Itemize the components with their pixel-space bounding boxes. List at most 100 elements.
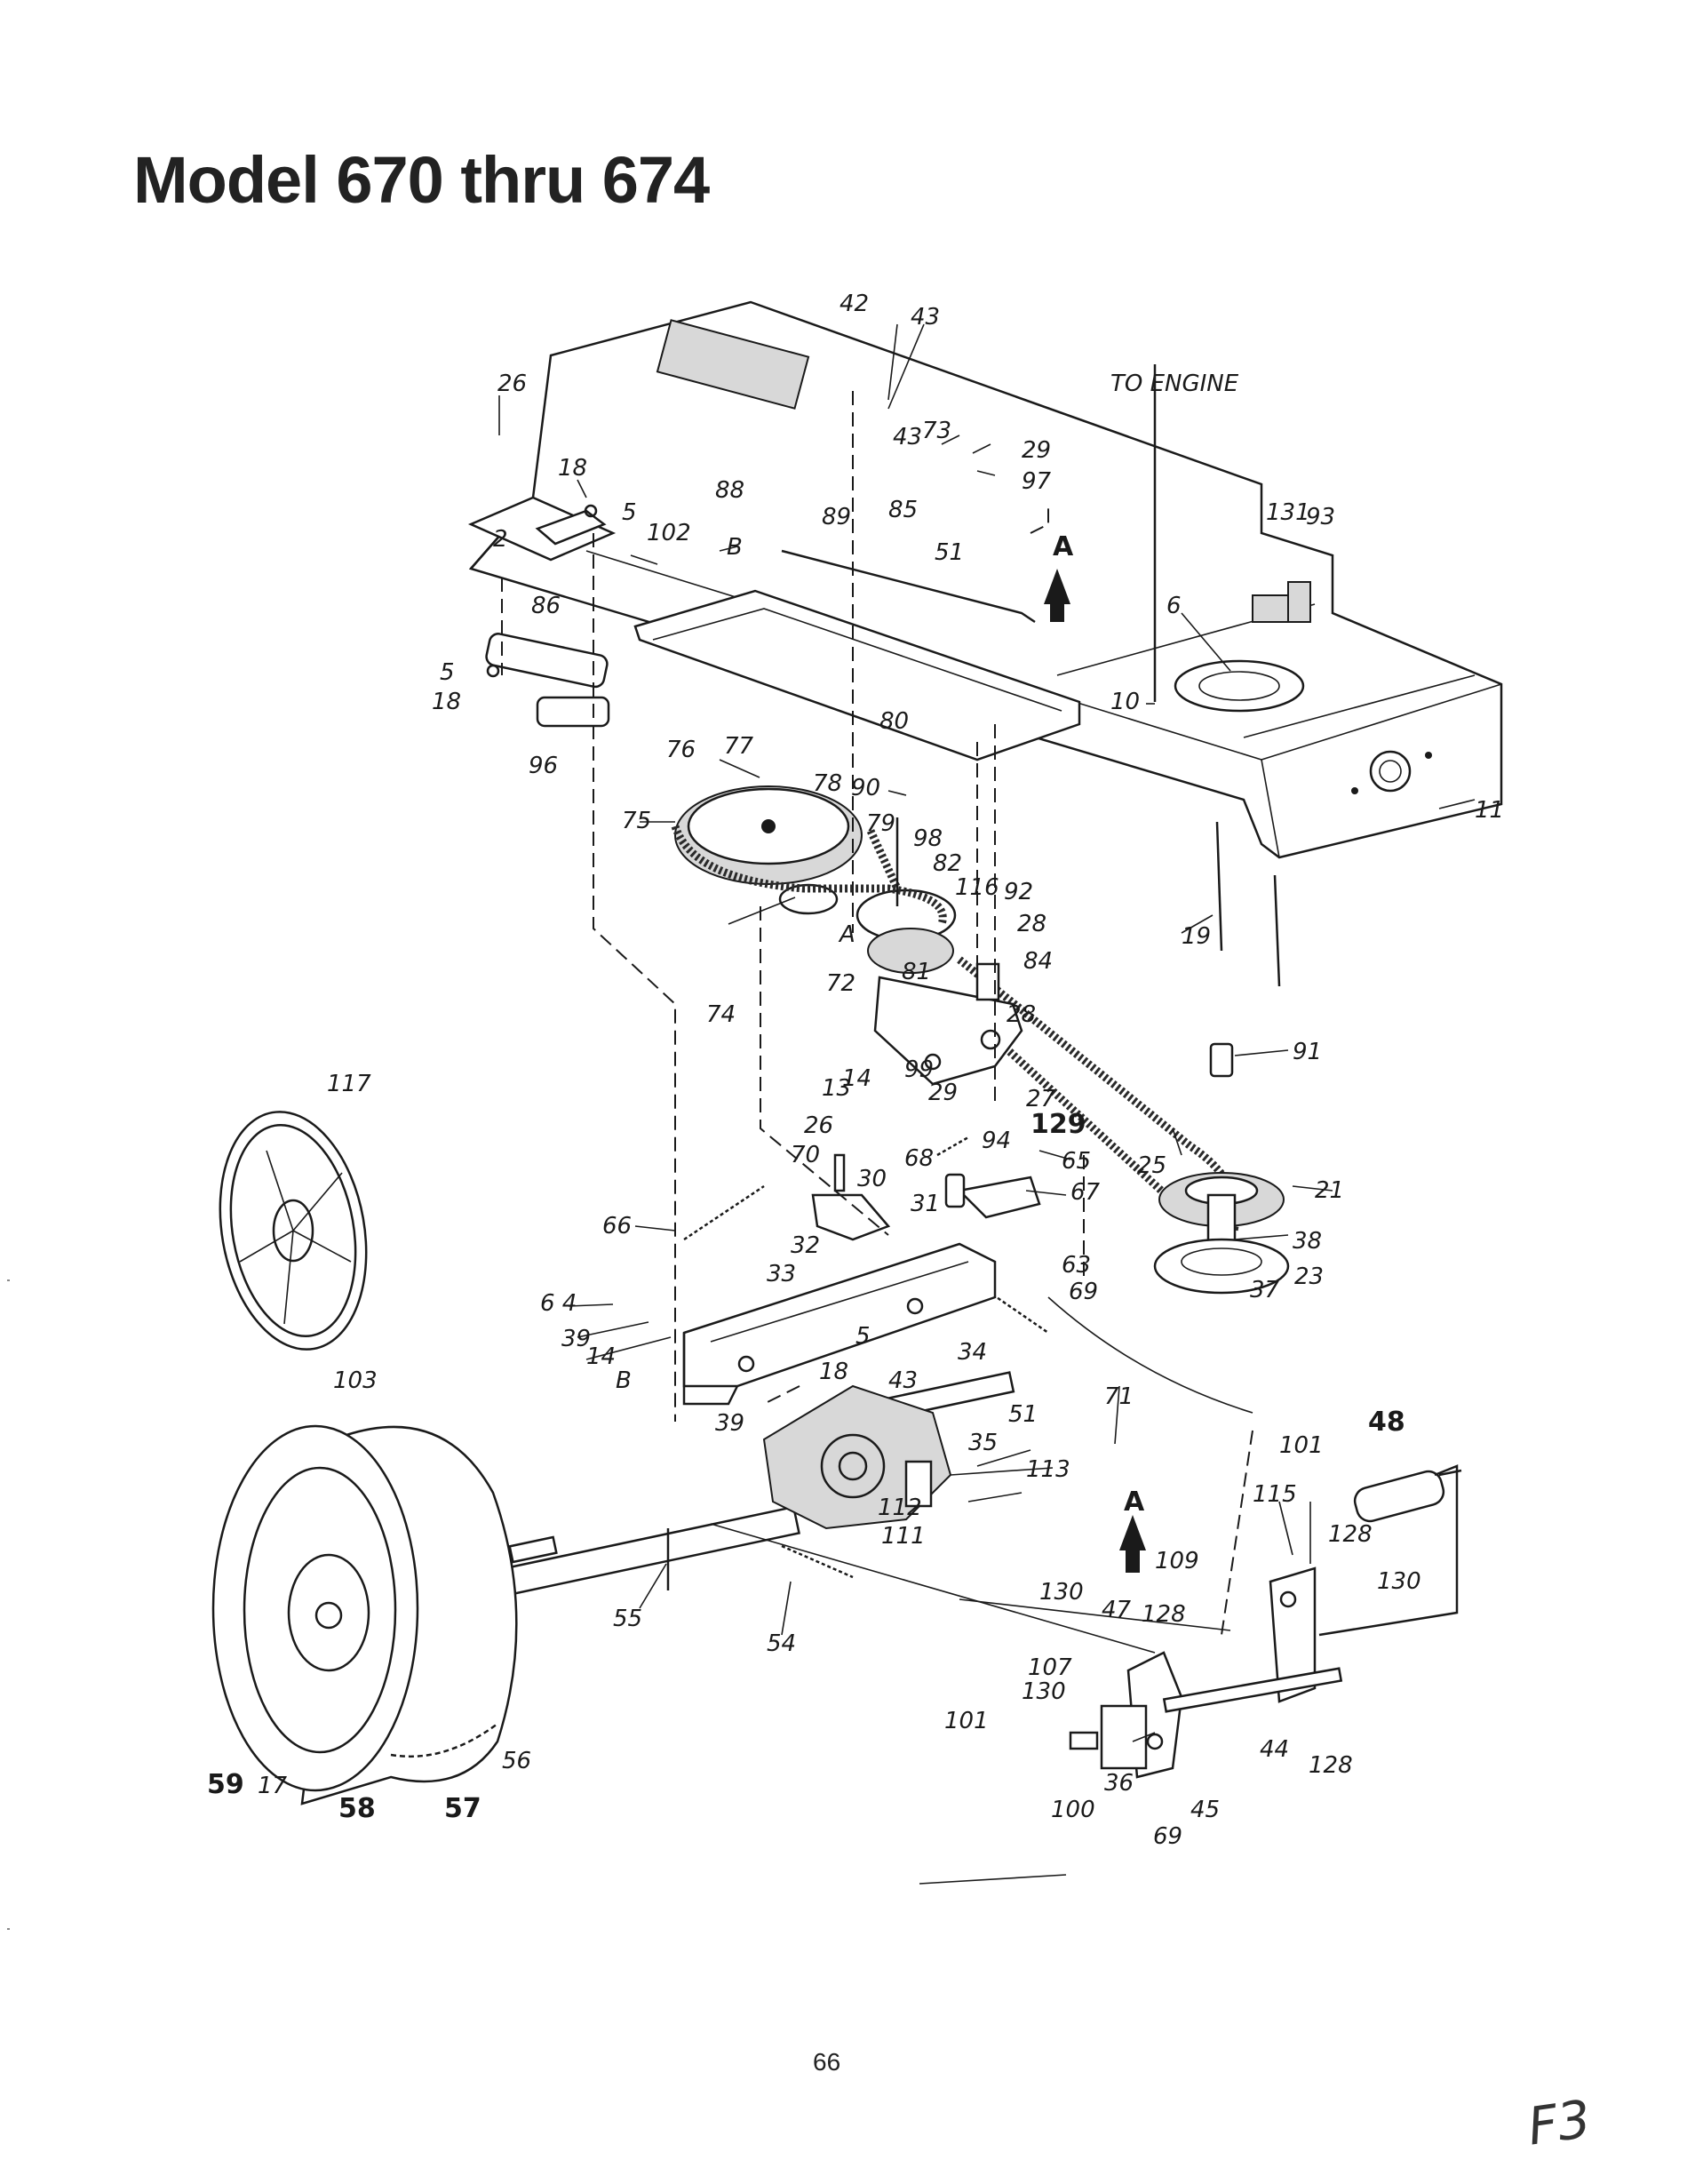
callout: 58: [338, 1793, 376, 1824]
page-title: Model 670 thru 674: [133, 143, 710, 217]
callout: 92: [1004, 879, 1033, 905]
callout: 44: [1260, 1736, 1289, 1763]
callout: 54: [767, 1630, 796, 1657]
callout: 115: [1253, 1481, 1297, 1508]
callout: 131: [1266, 499, 1310, 526]
callout: 71: [1104, 1383, 1134, 1410]
callout: 11: [1475, 797, 1504, 824]
callout: 116: [955, 874, 999, 901]
callout: 31: [911, 1191, 940, 1217]
callout: 39: [561, 1326, 591, 1352]
callout: 78: [813, 770, 842, 797]
callout: 66: [602, 1213, 632, 1239]
callout: 48: [1368, 1407, 1405, 1438]
callout: 128: [1328, 1521, 1373, 1548]
rear-tire: [211, 1424, 518, 1805]
pulley-belt-assembly: [671, 785, 1290, 1295]
callout: 2: [493, 526, 508, 553]
callout: 67: [1070, 1179, 1101, 1206]
callout: 98: [913, 825, 943, 852]
callout: 27: [1026, 1086, 1056, 1112]
callout: 103: [333, 1367, 378, 1394]
callout: 37: [1250, 1277, 1280, 1303]
callout: 17: [258, 1773, 288, 1799]
callout: B: [727, 534, 743, 561]
callout: 84: [1023, 948, 1053, 975]
callout: 91: [1293, 1039, 1322, 1065]
callout: 128: [1142, 1601, 1186, 1628]
callout: 14: [842, 1065, 871, 1092]
wheel-cover: [219, 1111, 368, 1351]
callout: 28: [1017, 911, 1046, 937]
callout: 6 4: [540, 1290, 577, 1317]
callout: 130: [1022, 1678, 1066, 1705]
callout: 86: [531, 593, 561, 619]
callout: 101: [944, 1708, 989, 1734]
handwritten-corner-mark: F3: [1524, 2088, 1595, 2157]
callout: 65: [1062, 1148, 1091, 1175]
callout: 30: [857, 1166, 887, 1192]
callout: 77: [724, 733, 754, 760]
callout: 68: [904, 1145, 934, 1172]
alignment-lines: [501, 391, 1253, 1636]
callout: 33: [767, 1261, 796, 1287]
callout: 39: [715, 1410, 744, 1437]
callout: 112: [878, 1495, 922, 1521]
callout: 111: [881, 1523, 926, 1550]
callout: 43: [911, 304, 940, 331]
pedal-linkage: [1069, 1464, 1462, 1779]
callout: 102: [647, 520, 691, 546]
front-brackets: [485, 504, 610, 728]
callout: 90: [851, 775, 880, 801]
callout: 128: [1309, 1752, 1353, 1779]
callout: B: [616, 1367, 632, 1394]
support-channel: [682, 1242, 997, 1406]
callout: 26: [497, 371, 527, 397]
reference-arrows: [1044, 569, 1146, 1573]
callout: 99: [904, 1056, 934, 1083]
callout: 28: [1007, 1001, 1036, 1028]
callout: 57: [444, 1793, 481, 1824]
frame-chassis: [467, 300, 1503, 859]
callout: 97: [1022, 468, 1052, 495]
callout: 38: [1293, 1228, 1322, 1255]
callout: 89: [822, 504, 851, 530]
callout: 42: [840, 291, 869, 317]
callout: 100: [1051, 1797, 1095, 1823]
callout: 69: [1069, 1279, 1098, 1305]
callout: 107: [1028, 1654, 1072, 1681]
callout: 19: [1182, 923, 1211, 950]
mid-brackets-springs: [683, 1136, 1049, 1335]
callout: 76: [666, 737, 696, 763]
callout: 69: [1153, 1823, 1182, 1850]
callout: A: [838, 921, 855, 948]
callout: 96: [529, 753, 558, 779]
callout: 26: [804, 1112, 833, 1139]
callout: 18: [819, 1359, 848, 1385]
callout: 25: [1137, 1152, 1166, 1179]
callout: 63: [1062, 1252, 1091, 1279]
callout: A: [1124, 1487, 1145, 1518]
callout: 5: [440, 659, 455, 686]
callout: 45: [1190, 1797, 1220, 1823]
callout-to-engine: TO ENGINE: [1110, 371, 1239, 397]
callout: 72: [826, 970, 855, 997]
callout: 130: [1377, 1568, 1421, 1595]
callout: 51: [1008, 1401, 1038, 1428]
scan-edge-mark: [7, 1928, 10, 1930]
callout: 14: [586, 1343, 616, 1370]
callout: 5: [855, 1323, 871, 1350]
callout: 35: [968, 1430, 998, 1456]
callout: 32: [791, 1232, 820, 1259]
callout: 10: [1110, 689, 1140, 715]
callout: 82: [933, 850, 962, 877]
transaxle: [497, 1371, 1015, 1596]
callout: 13: [822, 1075, 851, 1102]
callout: 73: [922, 418, 951, 444]
callout: 88: [715, 477, 744, 504]
callout: 70: [791, 1142, 820, 1168]
idler-bracket: [873, 962, 1023, 1086]
callout: 129: [1031, 1109, 1086, 1140]
callout: 109: [1155, 1548, 1199, 1574]
